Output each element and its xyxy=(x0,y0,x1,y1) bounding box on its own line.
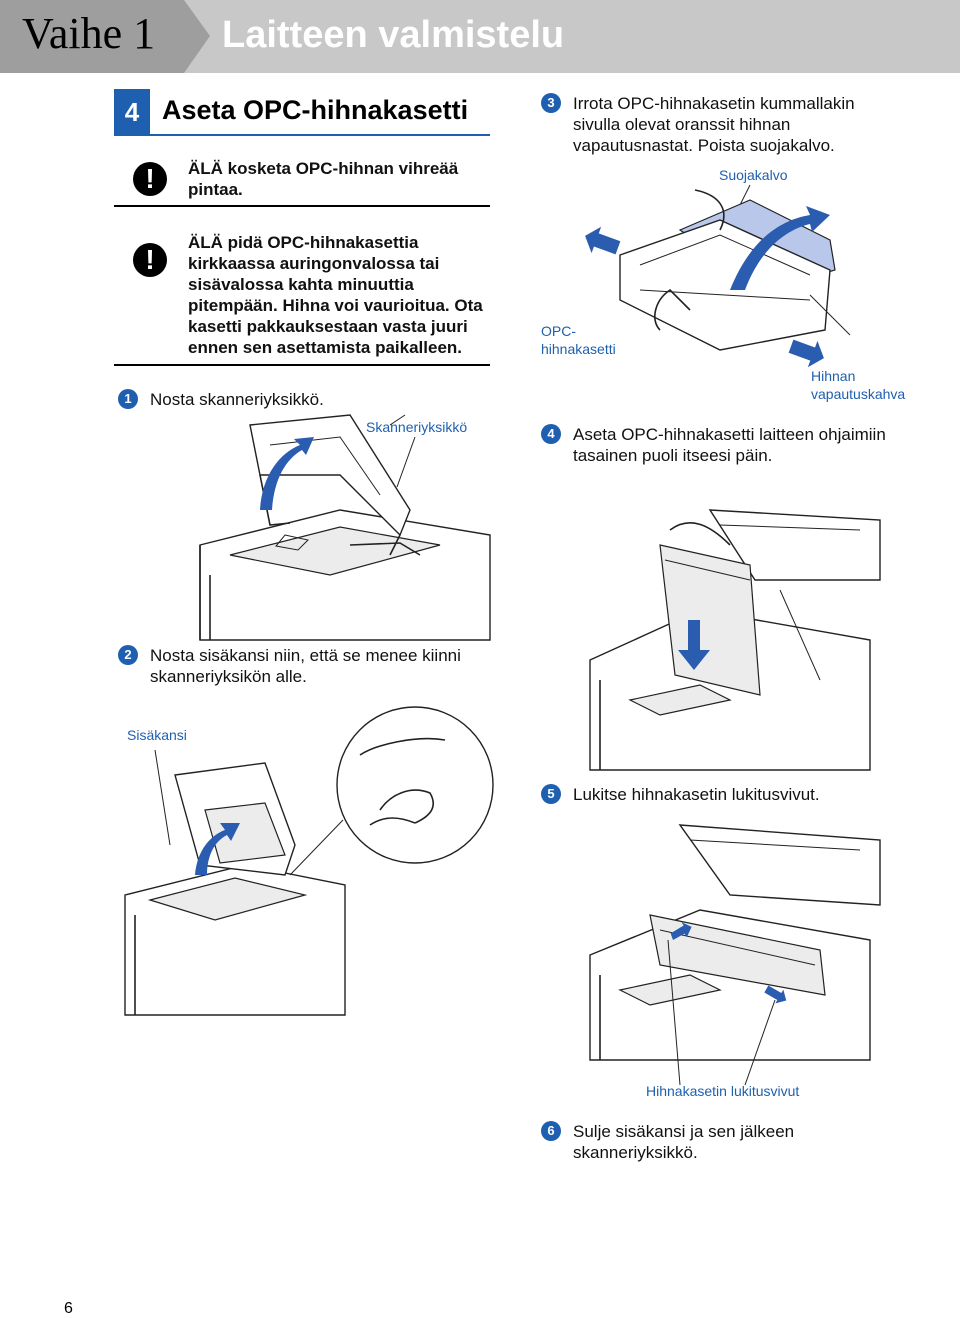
warning-exclamation-icon: ! xyxy=(133,243,167,277)
step-label: Vaihe 1 xyxy=(22,9,156,58)
callout-opc-cartridge: OPC-hihnakasetti xyxy=(541,323,616,357)
step-text-4: Aseta OPC-hihnakasetti laitteen ohjaimii… xyxy=(573,425,886,465)
section-rule xyxy=(114,134,490,136)
step-text-5: Lukitse hihnakasetin lukitusvivut. xyxy=(573,785,820,804)
step-text-1: Nosta skanneriyksikkö. xyxy=(150,390,324,409)
step-text-2: Nosta sisäkansi niin, että se menee kiin… xyxy=(150,646,461,686)
callout-belt-release: Hihnan vapautuskahva xyxy=(811,368,906,402)
step-number-badge: 1 xyxy=(118,389,138,409)
divider xyxy=(114,205,490,207)
step-text-6: Sulje sisäkansi ja sen jälkeen skanneriy… xyxy=(573,1122,795,1162)
illustration-lift-scanner xyxy=(199,414,491,641)
step-number-badge: 4 xyxy=(541,424,561,444)
warning-text-2: ÄLÄ pidä OPC-hihnakasettia kirkkaassa au… xyxy=(188,233,483,357)
illustration-insert-cartridge xyxy=(589,509,881,771)
step-number-badge: 2 xyxy=(118,645,138,665)
page-number: 6 xyxy=(64,1300,73,1317)
section-number: 4 xyxy=(114,89,150,135)
section-title: Aseta OPC-hihnakasetti xyxy=(162,95,469,125)
callout-inner-cover: Sisäkansi xyxy=(127,727,187,743)
page-header: Vaihe 1 Laitteen valmistelu xyxy=(0,0,960,73)
step-text-3: Irrota OPC-hihnakasetin kummallakin sivu… xyxy=(573,94,855,155)
illustration-lift-inner-cover xyxy=(124,706,494,1016)
callout-scanner: Skanneriyksikkö xyxy=(366,419,468,435)
callout-protective-film: Suojakalvo xyxy=(719,167,788,183)
chapter-title: Laitteen valmistelu xyxy=(222,14,565,56)
step-number-badge: 5 xyxy=(541,784,561,804)
warning-text-1: ÄLÄ kosketa OPC-hihnan vihreää pintaa. xyxy=(188,159,459,199)
warning-exclamation-icon: ! xyxy=(133,162,167,196)
illustration-lock-levers xyxy=(589,824,881,1086)
illustration-remove-film xyxy=(585,184,851,368)
callout-lock-levers: Hihnakasetin lukitusvivut xyxy=(646,1083,800,1099)
step-number-badge: 3 xyxy=(541,93,561,113)
callout-line xyxy=(396,436,416,488)
divider xyxy=(114,364,490,366)
step-number-badge: 6 xyxy=(541,1121,561,1141)
step-tab xyxy=(0,0,210,73)
